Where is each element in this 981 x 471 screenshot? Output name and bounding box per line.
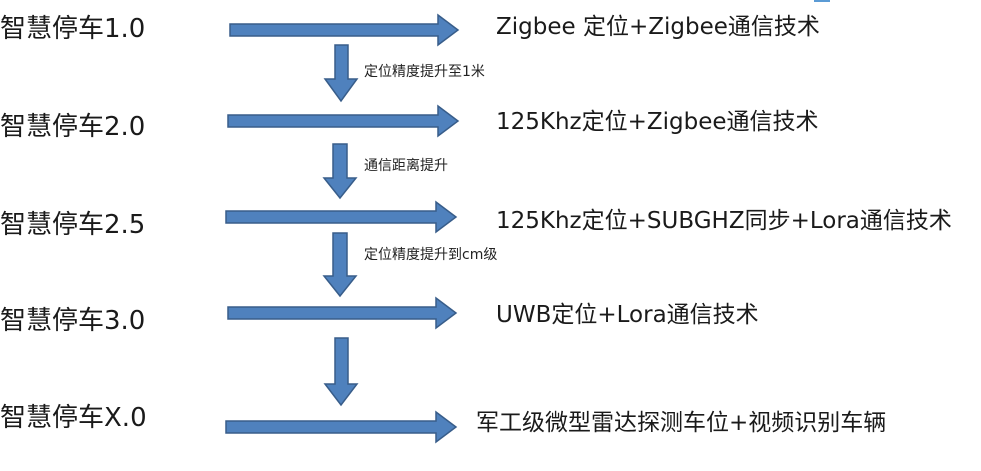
h-arrow-2 bbox=[227, 104, 460, 138]
v-arrow-4 bbox=[323, 337, 359, 407]
stage-tech-1: Zigbee 定位+Zigbee通信技术 bbox=[496, 14, 820, 40]
v-arrow-2 bbox=[322, 143, 358, 200]
stage-tech-5: 军工级微型雷达探测车位+视频识别车辆 bbox=[476, 410, 887, 436]
stage-label-4: 智慧停车3.0 bbox=[0, 306, 146, 336]
stage-tech-4: UWB定位+Lora通信技术 bbox=[496, 302, 759, 328]
transition-note-3: 定位精度提升到cm级 bbox=[364, 247, 498, 263]
stage-label-2: 智慧停车2.0 bbox=[0, 112, 146, 142]
corner-mark bbox=[814, 0, 830, 8]
h-arrow-3 bbox=[225, 200, 458, 234]
stage-tech-3: 125Khz定位+SUBGHZ同步+Lora通信技术 bbox=[496, 208, 952, 234]
v-arrow-3 bbox=[322, 232, 358, 298]
transition-note-1: 定位精度提升至1米 bbox=[364, 64, 485, 80]
v-arrow-1 bbox=[323, 44, 359, 103]
stage-label-3: 智慧停车2.5 bbox=[0, 210, 146, 240]
stage-tech-2: 125Khz定位+Zigbee通信技术 bbox=[496, 109, 819, 135]
stage-label-1: 智慧停车1.0 bbox=[0, 14, 146, 44]
stage-label-5: 智慧停车X.0 bbox=[0, 403, 147, 433]
transition-note-2: 通信距离提升 bbox=[364, 158, 448, 174]
h-arrow-4 bbox=[227, 296, 458, 330]
h-arrow-1 bbox=[229, 13, 460, 47]
h-arrow-5 bbox=[225, 410, 458, 444]
